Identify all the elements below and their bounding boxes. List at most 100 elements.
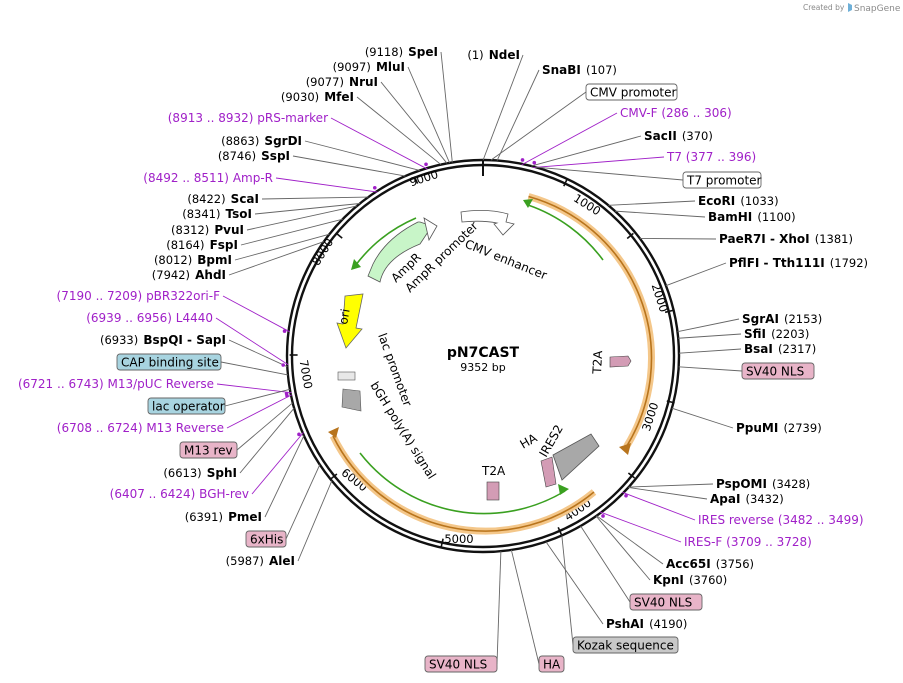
tick-label: 7000 <box>297 359 316 390</box>
enzyme-name: MfeI <box>324 90 354 104</box>
restriction-site-label: (6933) BspQI - SapI <box>100 329 226 348</box>
leader-line <box>614 210 706 218</box>
restriction-site-label: SgrAI (2153) <box>742 308 822 327</box>
tick-mark <box>289 176 675 547</box>
leader-line <box>561 535 574 646</box>
primer-marker <box>520 158 525 162</box>
site-position: (3760) <box>689 573 727 587</box>
leader-line <box>596 515 664 565</box>
primer-name: pRS-marker <box>257 111 328 125</box>
restriction-site-label: (8341) TsoI <box>182 203 252 222</box>
site-position: (8746) <box>218 149 256 163</box>
feature-box <box>585 83 678 101</box>
restriction-site-label: KpnI (3760) <box>653 569 727 588</box>
enzyme-name: PpuMI <box>736 421 778 435</box>
site-position: (4190) <box>649 617 687 631</box>
enzyme-name: SgrAI <box>742 312 779 326</box>
enzyme-name: EcoRI <box>698 194 735 208</box>
feature-box <box>147 397 226 415</box>
orf-outer-arrow-2-line <box>332 435 595 532</box>
leader-line <box>222 295 290 333</box>
orf-green-arrow-1-head <box>523 199 533 208</box>
site-position: (2153) <box>784 312 822 326</box>
primer-range: (6407 .. 6424) <box>110 487 196 501</box>
leader-line <box>628 483 714 488</box>
enzyme-name: PflFI - Tth111I <box>729 256 825 270</box>
primer-name: IRES reverse <box>698 513 774 527</box>
primer-marker <box>297 432 301 437</box>
restriction-site-label: (7942) AhdI <box>152 264 226 283</box>
primer-range: (8913 .. 8932) <box>168 111 254 125</box>
primer-label: T7 (377 .. 396) <box>666 150 756 164</box>
leader-line <box>251 432 304 495</box>
primer-label: (6939 .. 6956) L4440 <box>86 311 213 325</box>
primer-range: (286 .. 306) <box>661 106 731 120</box>
leader-line <box>264 435 305 518</box>
restriction-site-label: ApaI (3432) <box>710 488 784 507</box>
enzyme-name: AleI <box>269 554 295 568</box>
restriction-site-label: (8012) BpmI <box>154 249 232 268</box>
restriction-site-label: BsaI (2317) <box>744 338 816 357</box>
restriction-site-label: BamHI (1100) <box>708 206 796 225</box>
primer-name: IRES-F <box>684 535 722 549</box>
primer-name: Amp-R <box>233 171 273 185</box>
primer-name: M13 Reverse <box>146 421 224 435</box>
site-position: (6613) <box>163 466 201 480</box>
primer-marker <box>281 363 286 367</box>
leader-line <box>330 117 428 170</box>
plasmid-name: pN7CAST <box>447 345 520 361</box>
primer-range: (6939 .. 6956) <box>86 311 172 325</box>
leader-line <box>678 348 742 354</box>
primer-name: M13/pUC Reverse <box>108 377 215 391</box>
site-position: (3428) <box>772 477 810 491</box>
feature-box-label: SV40 NLS <box>746 365 804 379</box>
leader-line <box>622 491 696 521</box>
site-position: (8341) <box>182 207 220 221</box>
feature-box-label: SV40 NLS <box>429 658 487 672</box>
restriction-site-label: (9097) MluI <box>333 56 405 75</box>
leader-line <box>532 156 665 168</box>
primer-range: (7190 .. 7209) <box>57 289 143 303</box>
orf-green-arrow-3-head <box>351 259 361 270</box>
restriction-site-label: (8746) SspI <box>218 145 290 164</box>
leader-line <box>254 203 360 215</box>
restriction-site-label: (8312) PvuI <box>171 219 244 238</box>
leader-line <box>490 91 587 161</box>
restriction-site-label: Acc65I (3756) <box>666 553 754 572</box>
feature-box-label: CAP binding site <box>121 356 219 370</box>
restriction-site-label: (9077) NruI <box>306 71 378 90</box>
site-position: (7942) <box>152 268 190 282</box>
lac-promoter-feature <box>337 371 356 381</box>
leader-line <box>671 407 734 429</box>
leader-line <box>677 318 740 333</box>
primer-marker <box>284 391 289 396</box>
restriction-site-label: (8164) FspI <box>166 234 238 253</box>
feature-label: CMV enhancer <box>463 237 549 283</box>
leader-line <box>678 333 742 339</box>
ires2-feature <box>552 433 600 481</box>
enzyme-name: SgrDI <box>264 134 302 148</box>
plasmid-length: 9352 bp <box>460 361 505 374</box>
leader-line <box>496 69 540 161</box>
feature-label: ori <box>336 308 352 326</box>
leader-line <box>226 394 293 429</box>
restriction-site-label: PflFI - Tth111I (1792) <box>729 252 868 271</box>
enzyme-name: NdeI <box>489 48 520 62</box>
leader-line <box>285 464 321 540</box>
enzyme-name: SfiI <box>744 327 766 341</box>
leader-line <box>236 402 293 451</box>
feature-box <box>741 362 815 380</box>
primer-name: pBR322ori-F <box>146 289 220 303</box>
site-position: (8863) <box>221 134 259 148</box>
site-position: (6933) <box>100 333 138 347</box>
restriction-site-label: (9118) SpeI <box>365 41 438 60</box>
leader-line <box>545 541 604 625</box>
site-position: (9077) <box>306 75 344 89</box>
site-position: (2739) <box>783 421 821 435</box>
restriction-site-label: (6613) SphI <box>163 462 237 481</box>
enzyme-name: KpnI <box>653 573 684 587</box>
feature-box-label: 6xHis <box>250 533 283 547</box>
primer-label: (6708 .. 6724) M13 Reverse <box>57 421 224 435</box>
enzyme-name: AhdI <box>195 268 226 282</box>
leader-line <box>228 339 288 368</box>
